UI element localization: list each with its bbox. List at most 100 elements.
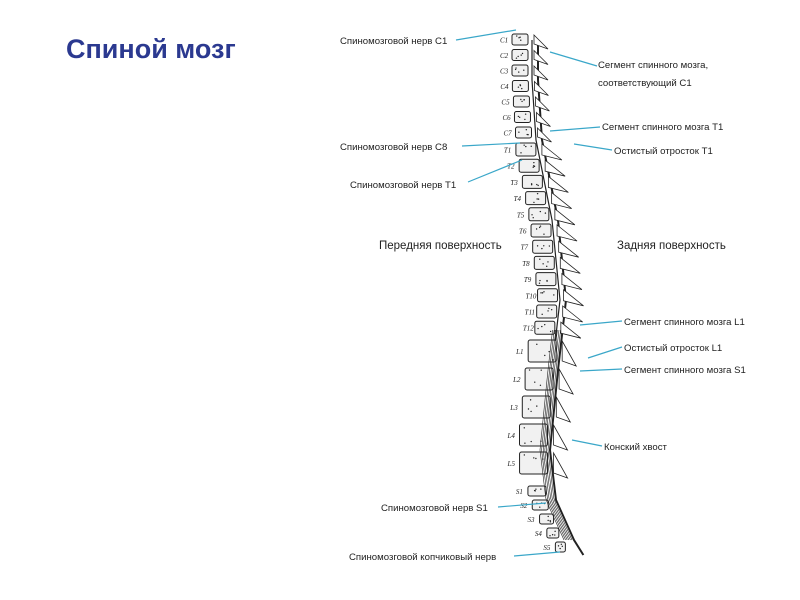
vertebral-body <box>519 159 539 172</box>
spinous-process <box>534 66 548 80</box>
bone-texture <box>540 488 541 489</box>
vertebra-label: T9 <box>524 276 532 284</box>
label-nerve-t1: Спиномозговой нерв T1 <box>350 180 456 191</box>
bone-texture <box>529 369 530 370</box>
bone-texture <box>549 535 550 536</box>
bone-texture <box>531 146 532 147</box>
label-process-l1: Остистый отросток L1 <box>624 343 722 354</box>
bone-texture <box>550 331 551 332</box>
bone-texture <box>531 441 532 442</box>
bone-texture <box>533 162 534 163</box>
bone-texture <box>518 71 519 72</box>
vertebral-body <box>547 528 559 538</box>
bone-texture <box>559 548 560 549</box>
spinous-process <box>534 82 548 96</box>
bone-texture <box>546 266 547 267</box>
bone-texture <box>523 144 524 145</box>
bone-texture <box>519 117 520 118</box>
spinous-process <box>562 341 576 366</box>
bone-texture <box>536 198 537 199</box>
bone-texture <box>541 248 542 249</box>
leader-segment-c1 <box>550 52 597 66</box>
spinous-process <box>534 35 548 49</box>
bone-texture <box>553 294 554 295</box>
bone-texture <box>531 214 532 215</box>
spinous-process <box>536 113 550 127</box>
bone-texture <box>545 212 546 213</box>
vertebra-label: T3 <box>510 179 518 187</box>
bone-texture <box>518 86 519 87</box>
spinous-process <box>535 97 549 111</box>
label-segment-s1: Сегмент спинного мозга S1 <box>624 365 746 376</box>
spinous-process <box>538 128 552 142</box>
bone-texture <box>539 227 540 228</box>
bone-texture <box>537 245 538 246</box>
bone-texture <box>536 344 537 345</box>
bone-texture <box>547 310 548 311</box>
vertebra-label: C5 <box>501 99 510 107</box>
bone-texture <box>520 152 521 153</box>
bone-texture <box>525 146 526 147</box>
spinous-process <box>554 453 568 478</box>
bone-texture <box>533 202 534 203</box>
bone-texture <box>561 544 562 545</box>
bone-texture <box>550 521 551 522</box>
vertebral-body <box>522 175 542 188</box>
leader-process-t1 <box>574 144 612 150</box>
bone-texture <box>552 534 553 535</box>
label-cauda-equina: Конский хвост <box>604 442 668 453</box>
bone-texture <box>536 184 537 185</box>
bone-texture <box>548 516 549 517</box>
label-nerve-coccygeal: Спиномозговой копчиковый нерв <box>349 552 496 563</box>
vertebra-label: C4 <box>500 83 509 91</box>
bone-texture <box>541 369 542 370</box>
bone-texture <box>541 326 542 327</box>
vertebral-body <box>538 289 558 302</box>
bone-texture <box>536 405 537 406</box>
vertebra-label: S3 <box>528 516 536 524</box>
bone-texture <box>544 355 545 356</box>
vertebra-label: T5 <box>517 211 525 219</box>
vertebral-body <box>516 143 536 156</box>
vertebral-body <box>512 50 528 61</box>
vertebra-label: C1 <box>500 37 508 45</box>
vertebra-label: C3 <box>500 68 509 76</box>
vertebral-body <box>526 192 546 205</box>
spinous-process <box>563 306 583 322</box>
bone-texture <box>537 193 538 194</box>
bone-texture <box>547 520 548 521</box>
bone-texture <box>533 457 534 458</box>
bone-texture <box>543 233 544 234</box>
vertebra-label: T7 <box>521 244 529 252</box>
bone-texture <box>523 70 524 71</box>
bone-texture <box>518 116 519 117</box>
vertebra-label: T10 <box>526 292 537 300</box>
label-nerve-c8: Спиномозговой нерв C8 <box>340 142 447 153</box>
leader-segment-l1 <box>580 321 622 325</box>
bone-texture <box>535 488 536 489</box>
bone-texture <box>551 309 552 310</box>
vertebra-label: T12 <box>523 325 534 333</box>
bone-texture <box>516 57 517 58</box>
bone-texture <box>524 454 525 455</box>
vertebra-label: L2 <box>512 376 521 384</box>
vertebra-label: C2 <box>500 52 509 60</box>
label-nerve-c1: Спиномозговой нерв C1 <box>340 36 447 47</box>
vertebra-label: T6 <box>519 228 527 236</box>
bone-texture <box>540 225 541 226</box>
bone-texture <box>541 314 542 315</box>
bone-texture <box>536 228 537 229</box>
label-anterior-surface: Передняя поверхность <box>379 240 502 252</box>
vertebral-body <box>540 514 554 524</box>
spinous-process <box>559 369 573 394</box>
bone-texture <box>538 198 539 199</box>
bone-texture <box>535 458 536 459</box>
bone-texture <box>543 245 544 246</box>
leader-segment-s1 <box>580 369 622 371</box>
vertebra-label: L1 <box>515 348 523 356</box>
bone-texture <box>515 69 516 70</box>
vertebra-label: S5 <box>543 544 551 552</box>
bone-texture <box>537 328 538 329</box>
bone-texture <box>540 385 541 386</box>
